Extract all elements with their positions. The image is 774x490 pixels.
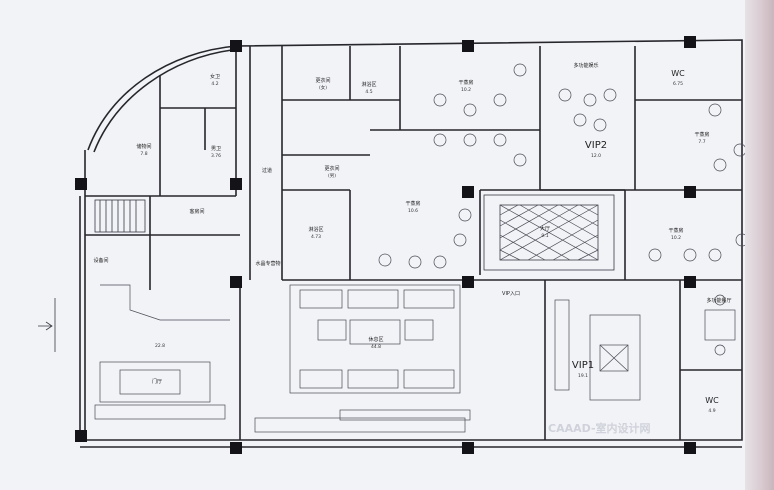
room-area-changing-1: (女) bbox=[319, 84, 327, 91]
room-label-male-wc: 男卫 bbox=[211, 146, 221, 152]
room-label-sauna-3: 干蒸房 bbox=[405, 200, 420, 207]
hall-floor-pattern bbox=[483, 194, 615, 271]
outer-walls bbox=[79, 39, 743, 448]
room-area-room-22: 22.8 bbox=[155, 343, 165, 349]
room-label-multi-dining: 多功能餐厅 bbox=[706, 297, 731, 304]
room-label-wc-1: WC bbox=[671, 69, 685, 78]
staircase bbox=[94, 199, 146, 233]
room-label-equip: 设备间 bbox=[93, 257, 108, 264]
room-label-storage: 储物间 bbox=[136, 143, 151, 150]
room-area-shower-2: 4.73 bbox=[311, 234, 321, 240]
room-area-changing-2: (男) bbox=[328, 173, 336, 179]
room-area-sauna-2: 7.7 bbox=[698, 139, 705, 145]
seating-groups bbox=[378, 63, 749, 356]
room-label-female-wc: 女卫 bbox=[210, 73, 220, 80]
room-area-lounge: 44.8 bbox=[371, 344, 381, 350]
room-area-male-wc: 3.76 bbox=[211, 153, 221, 159]
room-label-lounge: 休息区 bbox=[368, 336, 383, 343]
room-label-shower-2: 淋浴区 bbox=[308, 226, 323, 233]
room-area-sauna-1: 10.2 bbox=[461, 87, 471, 93]
room-area-female-wc: 4.2 bbox=[211, 81, 218, 87]
room-area-vip2: 12.0 bbox=[591, 153, 601, 159]
room-label-guest-room: 客房间 bbox=[189, 208, 204, 215]
room-area-shower: 4.5 bbox=[365, 89, 372, 95]
lobby-furniture bbox=[94, 284, 230, 420]
vip1-furniture bbox=[554, 299, 641, 401]
room-labels: 女卫4.2储物间7.8男卫3.76更衣间(女)淋浴区4.5干蒸房10.2多功能娱… bbox=[93, 62, 731, 414]
room-label-vip-entry: VIP入口 bbox=[502, 291, 520, 297]
room-label-wc-2: WC bbox=[705, 396, 719, 405]
room-label-sauna-1: 干蒸房 bbox=[458, 79, 473, 86]
room-label-shower: 淋浴区 bbox=[361, 81, 376, 88]
interior-walls bbox=[85, 46, 742, 440]
room-area-wc-1: 6.75 bbox=[673, 81, 683, 87]
room-label-sauna-2: 干蒸房 bbox=[694, 131, 709, 138]
structural-columns bbox=[75, 36, 696, 454]
scan-edge bbox=[745, 0, 774, 490]
room-label-sauna-4: 干蒸房 bbox=[668, 227, 683, 234]
room-label-multi-ktv: 多功能娱乐 bbox=[573, 62, 598, 69]
room-label-vip2: VIP2 bbox=[585, 140, 607, 151]
room-area-sauna-4: 10.2 bbox=[671, 235, 681, 241]
watermark-text: CAAAD-室内设计网 bbox=[548, 421, 651, 435]
room-area-vip1: 19.1 bbox=[578, 373, 588, 379]
entrance-arrow bbox=[38, 298, 56, 352]
room-label-changing-2: 更衣间 bbox=[324, 165, 339, 172]
room-area-wc-2: 4.9 bbox=[708, 408, 715, 414]
room-area-storage: 7.8 bbox=[140, 151, 147, 157]
room-area-hall: 9.1 bbox=[541, 233, 548, 239]
room-label-hall: 大厅 bbox=[540, 225, 550, 232]
room-label-water-mgmt: 水晶专营物 bbox=[255, 260, 280, 267]
room-label-changing-1: 更衣间 bbox=[315, 77, 330, 84]
room-area-sauna-3: 10.6 bbox=[408, 208, 418, 214]
room-label-corridor: 过道 bbox=[262, 167, 272, 174]
lounge-furniture bbox=[254, 284, 471, 433]
room-label-lobby: 门厅 bbox=[152, 378, 162, 385]
room-label-vip1: VIP1 bbox=[572, 360, 594, 371]
